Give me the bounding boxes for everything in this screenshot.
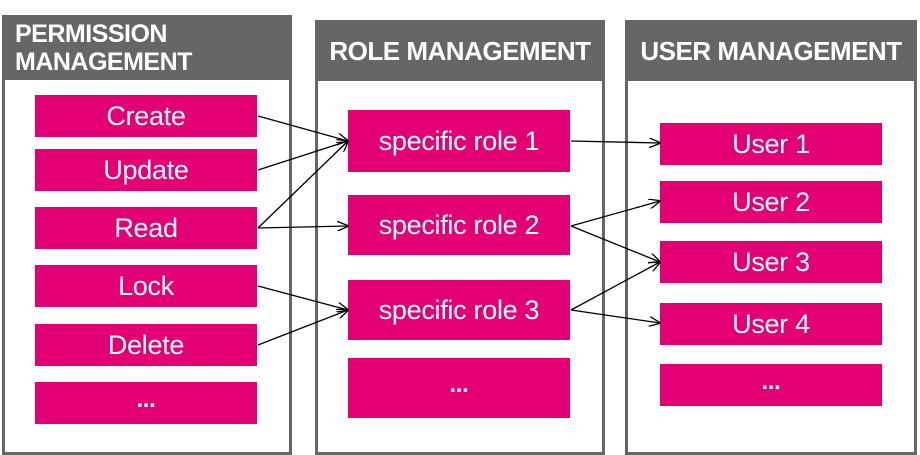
arrow-role-3-to-user-4	[570, 309, 660, 323]
user-item-user-4: User 4	[660, 303, 882, 345]
arrow-read-to-role-2	[257, 226, 348, 228]
role-item-more: ...	[348, 358, 570, 418]
role-management-title: ROLE MANAGEMENT	[318, 23, 602, 81]
arrow-role-2-to-user-3	[570, 225, 660, 262]
arrow-role-2-to-user-2	[570, 201, 660, 227]
arrow-delete-to-role-3	[257, 310, 348, 346]
user-management-title: USER MANAGEMENT	[628, 23, 914, 81]
user-item-user-1: User 1	[660, 123, 882, 165]
permission-item-delete: Delete	[35, 324, 257, 366]
user-item-user-2: User 2	[660, 181, 882, 223]
user-item-more: ...	[660, 364, 882, 406]
arrow-role-1-to-user-1	[570, 141, 660, 143]
user-item-user-3: User 3	[660, 241, 882, 283]
permission-item-update: Update	[35, 149, 257, 191]
permission-item-read: Read	[35, 207, 257, 249]
arrow-update-to-role-1	[257, 141, 348, 171]
arrow-lock-to-role-3	[257, 285, 348, 310]
role-item-specific-role-1: specific role 1	[348, 110, 570, 172]
permission-item-lock: Lock	[35, 265, 257, 307]
arrow-create-to-role-1	[257, 115, 348, 141]
permission-management-title: PERMISSION MANAGEMENT	[5, 18, 289, 80]
permission-item-more: ...	[35, 382, 257, 424]
arrow-role-3-to-user-3	[570, 262, 660, 311]
role-item-specific-role-3: specific role 3	[348, 280, 570, 340]
arrow-read-to-role-1	[257, 141, 348, 229]
permission-item-create: Create	[35, 95, 257, 137]
role-item-specific-role-2: specific role 2	[348, 195, 570, 255]
